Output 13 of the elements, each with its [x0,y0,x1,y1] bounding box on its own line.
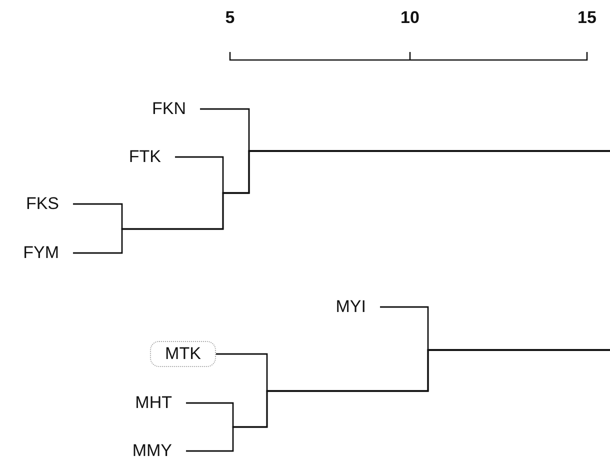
leaf-label: FKS [3,191,73,217]
highlighted-leaf-label: MTK [150,341,216,367]
leaf-label: FYM [3,240,73,266]
scale-label: 10 [400,8,420,28]
dendrogram-branch [186,349,610,452]
leaf-label: FKN [130,96,200,122]
leaf-label: MMY [116,438,186,464]
scale-label: 15 [578,8,596,28]
scale-label: 5 [225,8,235,28]
leaf-label: FTK [105,144,175,170]
dendrogram-branch [73,150,610,254]
leaf-label: MHT [116,390,186,416]
leaf-label: MYI [310,294,380,320]
